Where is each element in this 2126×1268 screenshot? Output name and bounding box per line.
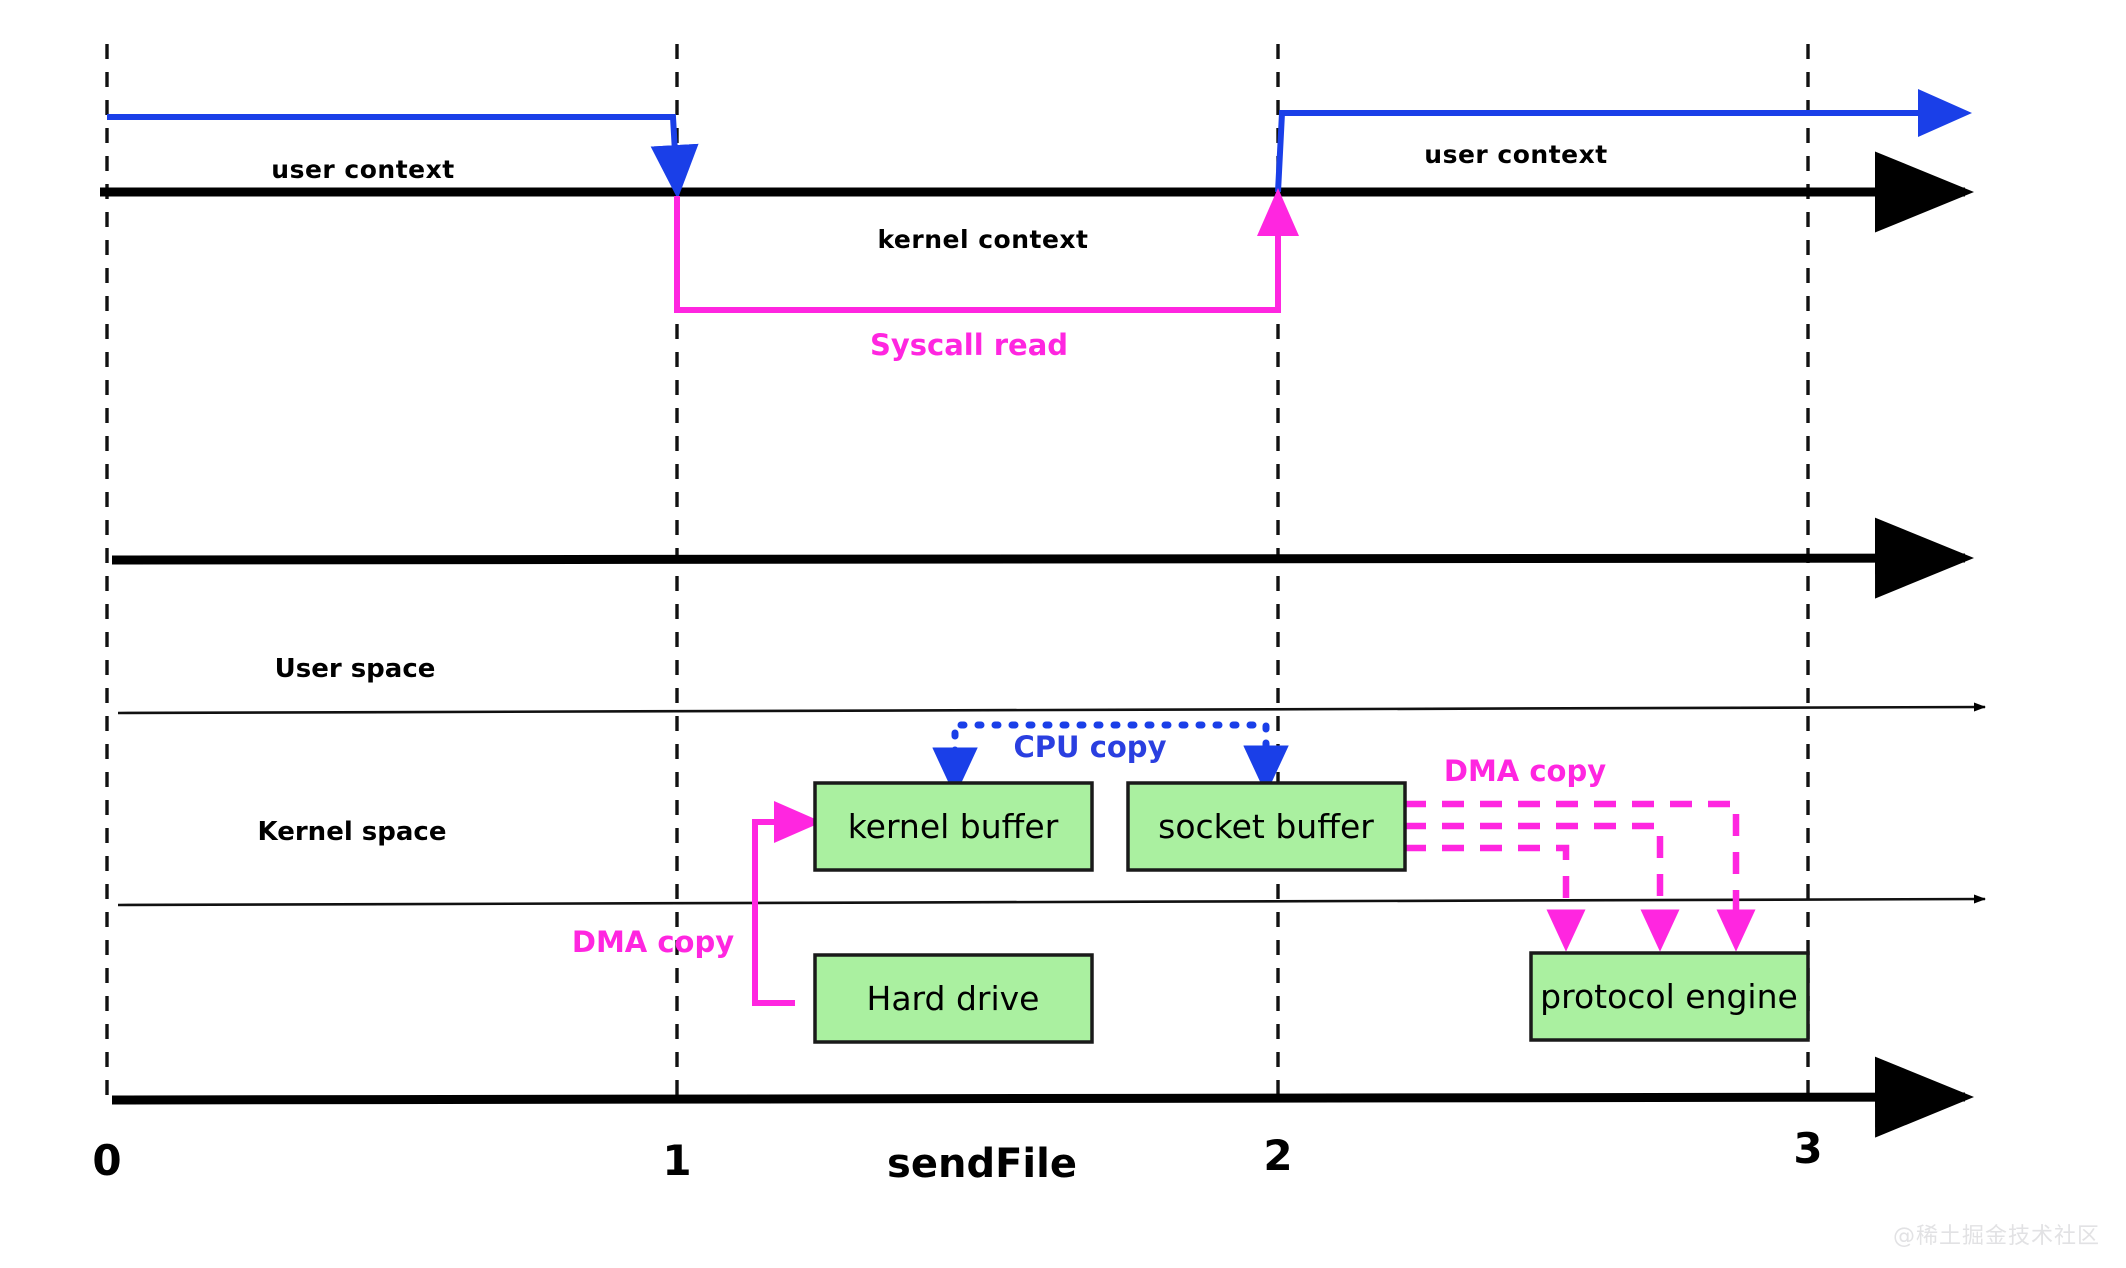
watermark-label: @稀土掘金技术社区 xyxy=(1892,1224,2100,1249)
hard-drive-label: Hard drive xyxy=(867,979,1040,1018)
kernel-buffer-label: kernel buffer xyxy=(848,807,1059,846)
dma-copy-left-path xyxy=(752,801,822,1006)
axis-tick-3: 3 xyxy=(1793,1124,1822,1173)
user-context-left-line xyxy=(107,114,699,199)
user-context-right-label: user context xyxy=(1424,140,1607,169)
syscall-read-path xyxy=(674,188,1299,313)
dma-copy-right-paths xyxy=(1404,800,1756,952)
dma-copy-right-label: DMA copy xyxy=(1444,754,1606,788)
bottom-time-axis xyxy=(111,1056,1974,1138)
kernel-space-label: Kernel space xyxy=(258,817,447,847)
user-kernel-divider-lower xyxy=(117,894,1986,907)
socket-buffer-label: socket buffer xyxy=(1158,807,1374,846)
secondary-timeline-axis xyxy=(111,517,1974,599)
diagram-boxes xyxy=(813,781,1810,1044)
dma-copy-left-label: DMA copy xyxy=(572,925,734,959)
sendfile-title-label: sendFile xyxy=(887,1141,1077,1187)
user-kernel-divider-upper xyxy=(117,702,1986,715)
axis-tick-1: 1 xyxy=(662,1136,691,1185)
axis-tick-0: 0 xyxy=(92,1136,121,1185)
time-marker-gridlines xyxy=(105,44,1810,1105)
cpu-copy-label: CPU copy xyxy=(1014,730,1167,764)
kernel-buffer-box[interactable] xyxy=(813,781,1094,872)
user-context-left-label: user context xyxy=(271,155,454,184)
kernel-context-label: kernel context xyxy=(877,225,1088,254)
protocol-engine-box[interactable] xyxy=(1529,951,1810,1042)
dma-copy-right-path-3 xyxy=(1404,844,1586,952)
protocol-engine-label: protocol engine xyxy=(1540,977,1798,1016)
user-space-label: User space xyxy=(275,654,436,684)
dma-copy-right-path-2 xyxy=(1404,822,1680,952)
user-context-right-line xyxy=(1275,89,1972,193)
socket-buffer-box[interactable] xyxy=(1126,781,1407,872)
dma-copy-right-path-1 xyxy=(1404,800,1756,952)
syscall-read-label: Syscall read xyxy=(870,328,1068,362)
hard-drive-box[interactable] xyxy=(813,953,1094,1044)
axis-tick-2: 2 xyxy=(1263,1131,1292,1180)
